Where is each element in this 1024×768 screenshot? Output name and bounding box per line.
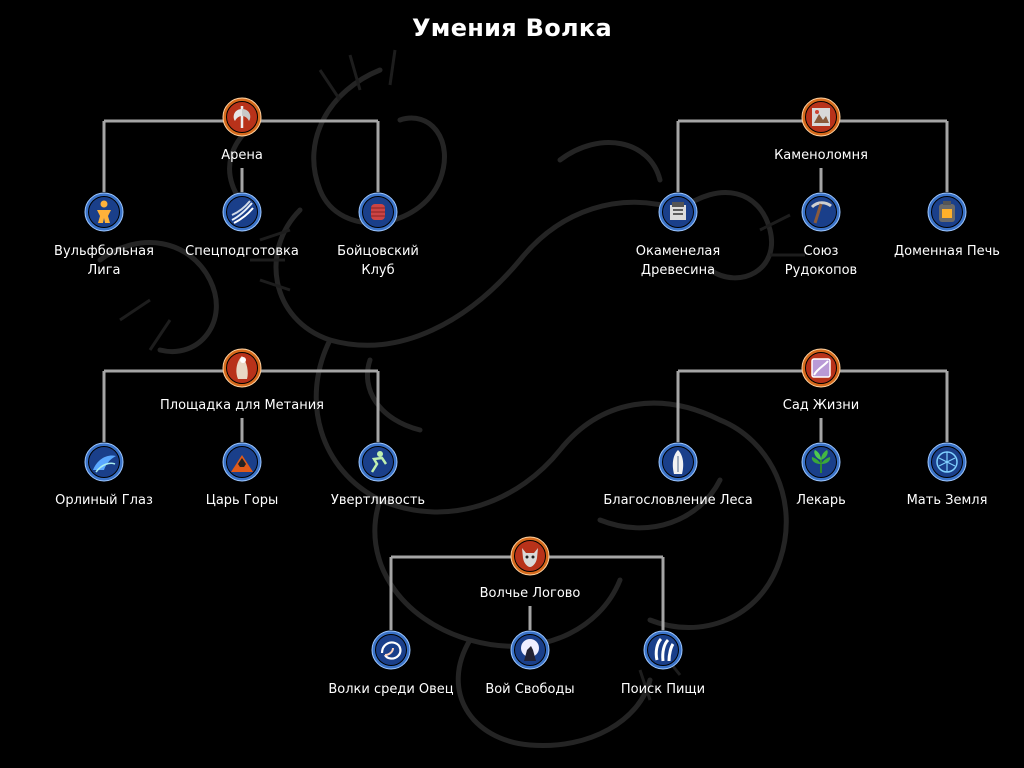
skill-root-node[interactable]	[222, 348, 262, 388]
skill-root-node[interactable]	[801, 348, 841, 388]
axe-icon	[222, 97, 262, 137]
skill-label: Орлиный Глаз	[55, 493, 153, 508]
eagle-eye-icon	[84, 442, 124, 482]
claw-marks-icon	[643, 630, 683, 670]
skill-node[interactable]	[84, 442, 124, 482]
skill-label: Вой Свободы	[485, 682, 575, 697]
petrified-wood-icon	[658, 192, 698, 232]
skill-label: Волки среди Овец	[328, 682, 454, 697]
skill-root-node[interactable]	[801, 97, 841, 137]
dodge-icon	[358, 442, 398, 482]
skill-root-node[interactable]	[510, 536, 550, 576]
quarry-icon	[801, 97, 841, 137]
skill-node[interactable]	[358, 192, 398, 232]
skill-node[interactable]	[801, 192, 841, 232]
pickaxe-icon	[801, 192, 841, 232]
howling-wolf-icon	[510, 630, 550, 670]
skill-label: Благословление Леса	[603, 493, 753, 508]
wolf-athlete-icon	[84, 192, 124, 232]
skill-node[interactable]	[658, 442, 698, 482]
skill-node[interactable]	[658, 192, 698, 232]
skill-root-label: Площадка для Метания	[160, 398, 324, 413]
mountain-king-icon	[222, 442, 262, 482]
skill-root-label: Каменоломня	[774, 148, 868, 163]
skill-root-label: Арена	[221, 148, 263, 163]
claw-slash-icon	[222, 192, 262, 232]
skill-node[interactable]	[643, 630, 683, 670]
skill-label: Царь Горы	[205, 493, 279, 508]
skill-root-label: Сад Жизни	[782, 398, 860, 413]
skill-root-node[interactable]	[222, 97, 262, 137]
healer-leaf-icon	[801, 442, 841, 482]
wolf-head-icon	[510, 536, 550, 576]
thrower-icon	[222, 348, 262, 388]
skill-node[interactable]	[222, 192, 262, 232]
furnace-icon	[927, 192, 967, 232]
skill-root-label: Волчье Логово	[479, 586, 581, 601]
skill-node[interactable]	[371, 630, 411, 670]
skill-node[interactable]	[927, 442, 967, 482]
skill-node[interactable]	[510, 630, 550, 670]
skill-label: Мать Земля	[906, 493, 988, 508]
skill-label: Увертливость	[330, 493, 426, 508]
skill-label: Лекарь	[796, 493, 846, 508]
garden-icon	[801, 348, 841, 388]
skill-node[interactable]	[801, 442, 841, 482]
fist-icon	[358, 192, 398, 232]
skill-node[interactable]	[927, 192, 967, 232]
skill-node[interactable]	[358, 442, 398, 482]
forest-blessing-icon	[658, 442, 698, 482]
skill-node[interactable]	[84, 192, 124, 232]
skill-label: Доменная Печь	[894, 244, 1000, 259]
skill-label: Спецподготовка	[185, 244, 299, 259]
page-title: Умения Волка	[411, 14, 612, 42]
skill-label: Поиск Пищи	[620, 682, 706, 697]
skill-node[interactable]	[222, 442, 262, 482]
mother-earth-icon	[927, 442, 967, 482]
sheep-wolf-icon	[371, 630, 411, 670]
